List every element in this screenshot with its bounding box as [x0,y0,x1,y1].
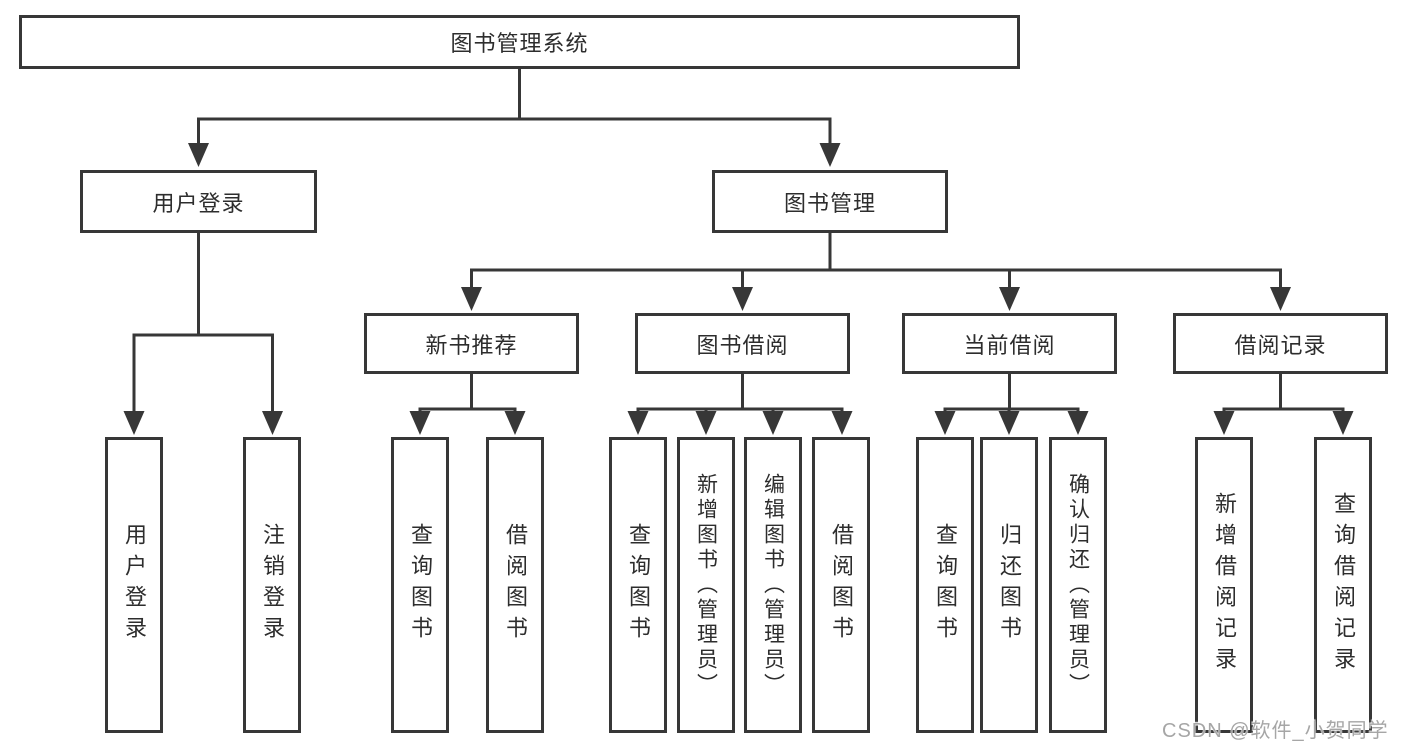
node-label: 借阅图书 [829,523,854,647]
node-label: 用户登录 [152,190,245,216]
arrowhead-icon [732,287,753,311]
node-label: 用户登录 [122,523,147,647]
node-label: 图书借阅 [696,332,789,358]
node-leaf-rec-query: 查询图书 [391,437,449,733]
node-leaf-bb-query: 查询图书 [609,437,667,733]
node-new-book-rec: 新书推荐 [364,313,579,374]
node-leaf-login: 用户登录 [105,437,163,733]
arrowhead-icon [1332,411,1354,435]
arrowhead-icon [188,143,209,167]
arrowhead-icon [762,411,784,435]
node-leaf-cb-query: 查询图书 [916,437,974,733]
node-label: 查询图书 [933,523,958,647]
watermark: CSDN @软件_小贺同学 [1162,720,1389,742]
node-leaf-bb-borrow: 借阅图书 [812,437,870,733]
node-label: 查询借阅记录 [1331,492,1356,678]
node-label: 当前借阅 [963,332,1056,358]
node-label: 借阅记录 [1234,332,1327,358]
node-leaf-rec-borrow: 借阅图书 [486,437,544,733]
arrowhead-icon [998,411,1020,435]
node-label: 查询图书 [626,523,651,647]
node-current-borrow: 当前借阅 [902,313,1117,374]
arrowhead-icon [1270,287,1291,311]
arrowhead-icon [123,411,145,435]
node-user-login: 用户登录 [80,170,317,233]
node-leaf-br-query: 查询借阅记录 [1314,437,1372,733]
arrowhead-icon [999,287,1020,311]
node-label: 图书管理 [783,190,876,216]
arrowhead-icon [627,411,649,435]
arrowhead-icon [819,143,841,167]
node-book-borrow: 图书借阅 [635,313,850,374]
node-leaf-bb-add: 新增图书（管理员） [677,437,735,733]
node-label: 注销登录 [260,523,285,647]
arrowhead-icon [262,411,283,435]
node-label: 归还图书 [997,523,1022,647]
node-borrow-records: 借阅记录 [1173,313,1388,374]
node-book-mgmt: 图书管理 [712,170,948,233]
arrowhead-icon [831,411,853,435]
arrowhead-icon [934,411,956,435]
arrowhead-icon [1213,411,1235,435]
node-leaf-cb-return: 归还图书 [980,437,1038,733]
node-leaf-br-add: 新增借阅记录 [1195,437,1253,733]
arrowhead-icon [461,287,482,311]
node-leaf-bb-edit: 编辑图书（管理员） [744,437,802,733]
node-label: 确认归还（管理员） [1066,472,1090,698]
arrowhead-icon [695,411,717,435]
node-label: 图书管理系统 [450,31,589,56]
node-label: 新书推荐 [425,332,518,358]
node-root: 图书管理系统 [19,15,1020,69]
node-leaf-cb-confirm: 确认归还（管理员） [1049,437,1107,733]
node-label: 查询图书 [408,523,433,647]
node-label: 编辑图书（管理员） [761,472,785,698]
node-label: 借阅图书 [503,523,528,647]
node-label: 新增图书（管理员） [694,472,718,698]
node-label: 新增借阅记录 [1212,492,1237,678]
arrowhead-icon [1067,411,1089,435]
arrowhead-icon [409,411,431,435]
arrowhead-icon [504,411,526,435]
node-leaf-logout: 注销登录 [243,437,301,733]
